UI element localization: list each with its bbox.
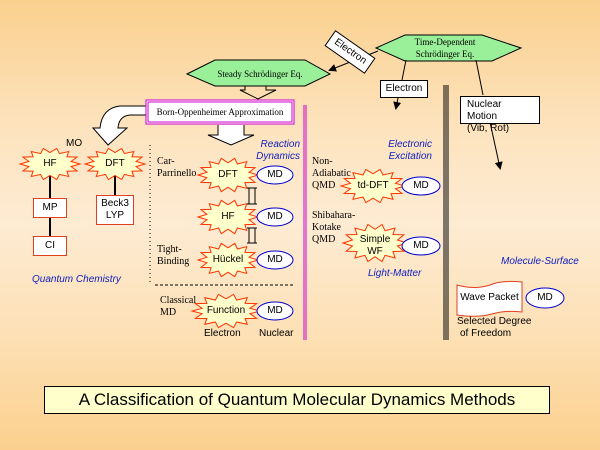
shibahara-line-3: QMD (312, 234, 336, 245)
non-adiabatic-line-1: Non- (312, 156, 333, 167)
mo-header: MO (66, 138, 83, 149)
car-parrinello-line-1: Car- (157, 156, 175, 167)
selected-line-2: of Freedom (460, 328, 512, 339)
born-oppenheimer-label: Born-Oppenheimer Approximation (156, 107, 284, 117)
rd-md-ellipse-4 (256, 301, 294, 321)
qc-hf-star (18, 147, 82, 181)
non-adiabatic-line-3: QMD (312, 180, 336, 191)
reaction-dynamics-header: Reaction Dynamics (250, 139, 300, 163)
electronic-excitation-line-1: Electronic (388, 139, 432, 150)
qc-dft-star (83, 147, 147, 181)
car-parrinello-label: Car- Parrinello (157, 156, 196, 180)
rd-md-ellipse-2 (256, 207, 294, 227)
beck3lyp-box: Beck3 LYP (96, 195, 134, 225)
electron-column-label: Electron (204, 328, 241, 339)
nuclear-motion-line-2: (Vib, Rot) (467, 123, 510, 134)
beck3lyp-line-1: Beck3 (101, 198, 129, 209)
steady-hexagon (185, 59, 332, 87)
nuclear-motion-box: Nuclear Motion (Vib, Rot) (460, 96, 540, 134)
electron-tilted-box (324, 30, 376, 74)
electronic-excitation-header: Electronic Excitation (380, 139, 432, 163)
non-adiabatic-line-2: Adiabatic (312, 168, 351, 179)
quantum-chemistry-caption: Quantum Chemistry (32, 274, 121, 285)
bo-down-arrow (207, 125, 255, 146)
tdse-to-nuclear-line (475, 59, 484, 96)
ee-md-ellipse-1 (401, 176, 441, 196)
classical-md-label: Classical MD (160, 295, 196, 319)
rd-md-label-1: MD (267, 169, 283, 180)
ee-md-label-1: MD (413, 180, 429, 191)
ms-md-ellipse (525, 287, 565, 309)
wave-packet-shape (456, 280, 523, 317)
electronic-excitation-line-2: Excitation (388, 151, 432, 162)
simple-wf-line-2: WF (367, 246, 383, 257)
rd-md-label-3: MD (267, 254, 283, 265)
light-matter-caption: Light-Matter (368, 268, 422, 279)
rd-huckel-label: Hückel (212, 254, 244, 265)
rd-hf-star (196, 199, 260, 235)
non-adiabatic-label: Non- Adiabatic QMD (312, 156, 351, 192)
tdse-line-2: Schrödinger Eq. (415, 49, 475, 59)
reaction-dynamics-line-1: Reaction (260, 139, 300, 150)
rd-huckel-star (196, 242, 260, 278)
rd-md-ellipse-1 (256, 165, 294, 185)
td-dft-label: td-DFT (357, 180, 389, 191)
bo-to-mo-curved-arrow (91, 105, 147, 146)
double-arrow-dft-hf (247, 187, 257, 205)
simple-wf-line-1: Simple (359, 234, 391, 245)
electron-box: Electron (380, 80, 428, 98)
rd-dft-star (196, 157, 260, 193)
shibahara-line-2: Kotake (312, 222, 341, 233)
rd-function-star (190, 293, 262, 329)
rd-function-label: Function (206, 305, 246, 316)
wave-packet-label: Wave Packet (460, 292, 519, 303)
tight-binding-line-1: Tight- (157, 244, 182, 255)
classical-md-line-1: Classical (160, 295, 197, 306)
nuclear-down-arrow (489, 121, 503, 170)
qc-dft-label: DFT (105, 158, 125, 169)
electron-down-arrow (393, 97, 402, 110)
molecule-surface-caption: Molecule-Surface (501, 256, 579, 267)
tdse-hexagon (374, 34, 523, 62)
rd-dft-label: DFT (218, 169, 238, 180)
classical-md-line-2: MD (160, 307, 177, 318)
double-arrow-hf-huckel (247, 227, 257, 244)
ee-md-label-2: MD (413, 240, 429, 251)
selected-line-1: Selected Degree (457, 316, 532, 327)
nuclear-motion-line-1: Nuclear Motion (467, 99, 502, 122)
diagram-title: A Classification of Quantum Molecular Dy… (44, 386, 550, 414)
beck3lyp-line-2: LYP (105, 210, 125, 221)
car-parrinello-line-2: Parrinello (157, 168, 197, 179)
rd-md-label-2: MD (267, 211, 283, 222)
shibahara-kotake-label: Shibahara- Kotake QMD (312, 210, 355, 246)
ee-tddft-star (339, 168, 407, 204)
tdse-line-1: Time-Dependent (414, 37, 476, 47)
reaction-dynamics-line-2: Dynamics (256, 151, 300, 162)
ci-box: CI (33, 236, 67, 256)
rd-hf-label: HF (221, 211, 235, 222)
ee-md-ellipse-2 (401, 236, 441, 256)
shibahara-line-1: Shibahara- (312, 210, 356, 221)
qc-hf-label: HF (43, 158, 57, 169)
tight-binding-label: Tight- Binding (157, 244, 189, 268)
simple-wf-label: Simple WF (347, 234, 403, 258)
rd-md-label-4: MD (267, 305, 283, 316)
tdse-to-electron-line (401, 59, 407, 81)
selected-degree-label: Selected Degree of Freedom (457, 316, 532, 340)
nuclear-column-label: Nuclear (259, 328, 294, 339)
bo-box-inner (147, 101, 293, 123)
steady-label: Steady Schrödinger Eq. (217, 69, 303, 79)
steady-to-bo-arrow (239, 86, 277, 100)
mp-box: MP (33, 198, 67, 218)
ms-md-label: MD (537, 292, 553, 303)
tight-binding-line-2: Binding (157, 256, 190, 267)
rd-md-ellipse-3 (256, 250, 294, 270)
tdse-label: Time-Dependent Schrödinger Eq. (400, 36, 490, 60)
ee-simplewf-star (341, 223, 409, 263)
